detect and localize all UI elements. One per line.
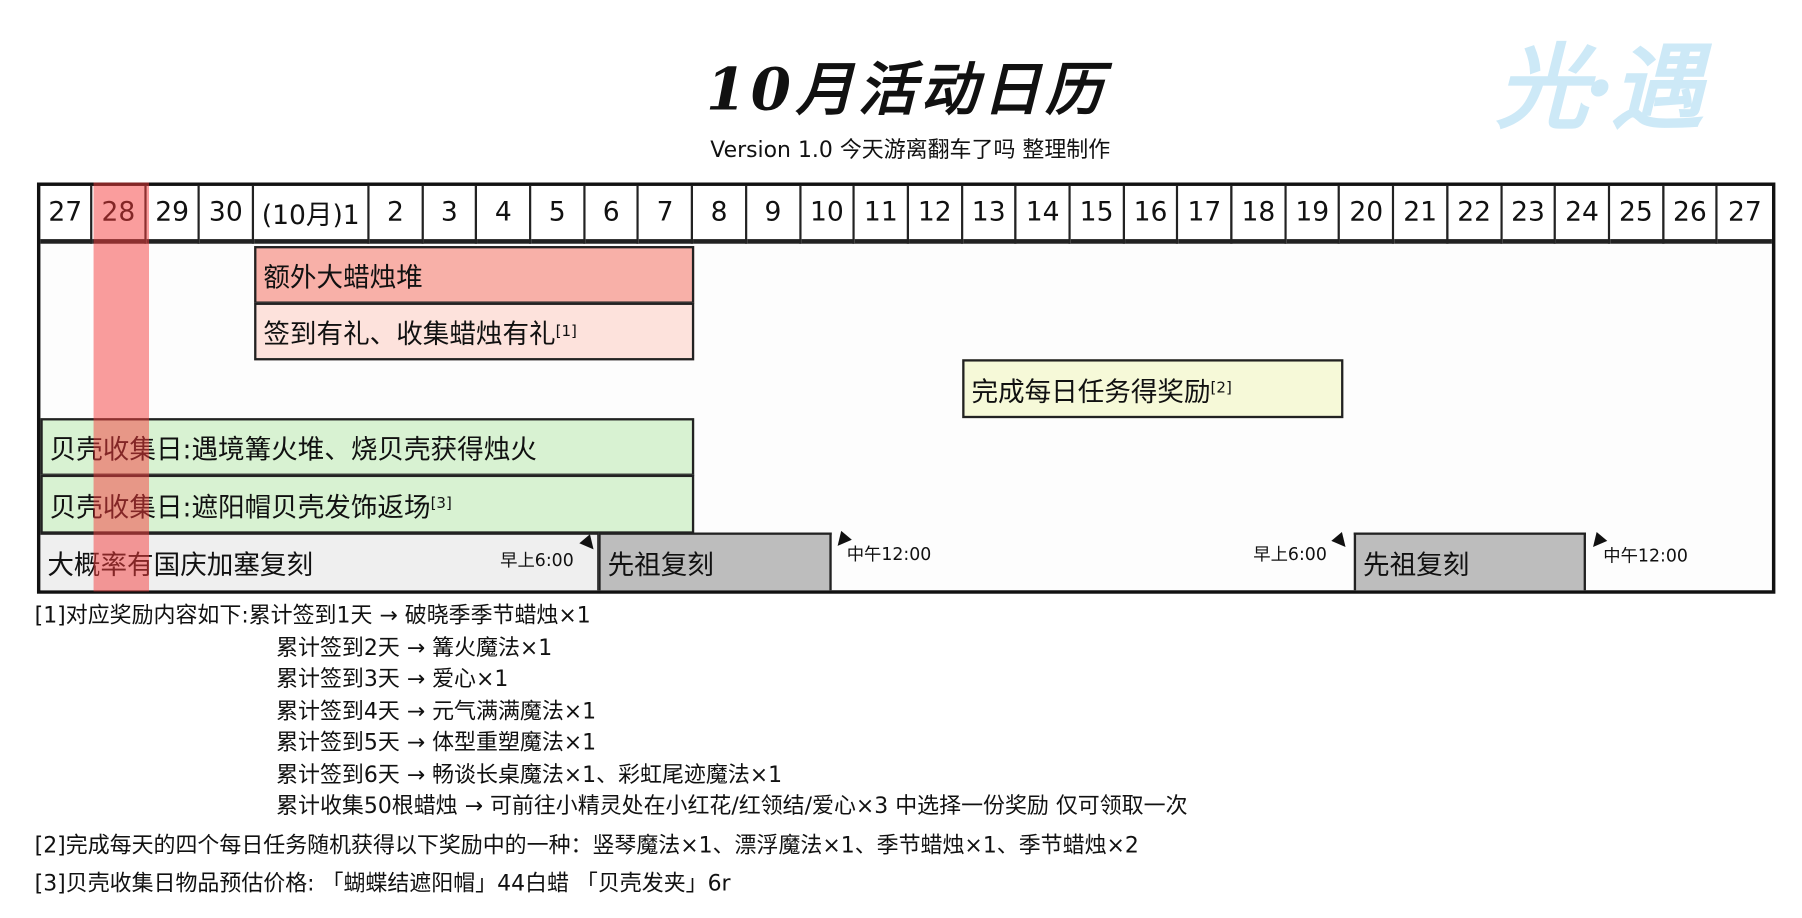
footnote-2: [2]完成每天的四个每日任务随机获得以下奖励中的一种：竖琴魔法×1、漂浮魔法×1… bbox=[34, 832, 1139, 858]
footnote-1-line: 累计收集50根蜡烛 → 可前往小精灵处在小红花/红领结/爱心×3 中选择一份奖励… bbox=[276, 793, 1188, 819]
time-label: 早上6:00 bbox=[500, 549, 574, 571]
event-label: 额外大蜡烛堆 bbox=[263, 263, 423, 294]
day-cell: 4 bbox=[477, 185, 532, 244]
footnote-ref: [2] bbox=[1210, 380, 1232, 398]
day-cell: (10月)1 bbox=[254, 185, 370, 244]
day-cell: 26 bbox=[1664, 185, 1718, 244]
day-cell: 20 bbox=[1340, 185, 1395, 244]
footnote-1-line: 累计签到5天 → 体型重塑魔法×1 bbox=[276, 730, 597, 756]
event-ancestor-rerun-1: 先祖复刻 bbox=[598, 532, 832, 591]
day-cell: 6 bbox=[585, 185, 640, 244]
day-cell: 23 bbox=[1502, 185, 1557, 244]
day-cell: 19 bbox=[1286, 185, 1341, 244]
day-cell: 15 bbox=[1070, 185, 1125, 244]
day-cell: 27 bbox=[40, 185, 93, 244]
day-cell: 24 bbox=[1556, 185, 1611, 244]
day-cell: 27 bbox=[1717, 185, 1772, 244]
event-shell-day-1: 贝壳收集日:遇境篝火堆、烧贝壳获得烛火 bbox=[40, 418, 695, 476]
page-subtitle: Version 1.0 今天游离翻车了吗 整理制作 bbox=[710, 137, 1111, 163]
footnote-1-line: 累计签到4天 → 元气满满魔法×1 bbox=[276, 698, 597, 724]
day-cell: 28 bbox=[92, 185, 147, 244]
event-label: 先祖复刻 bbox=[607, 550, 714, 582]
day-cell: 9 bbox=[747, 185, 802, 244]
day-cell: 8 bbox=[693, 185, 748, 244]
day-cell: 14 bbox=[1016, 185, 1071, 244]
event-daily-quests: 完成每日任务得奖励[2] bbox=[962, 359, 1344, 419]
footnote-1-line: 累计签到3天 → 爱心×1 bbox=[276, 666, 509, 692]
day-cell: 7 bbox=[639, 185, 694, 244]
day-cell: 10 bbox=[801, 185, 856, 244]
event-extra-candles: 额外大蜡烛堆 bbox=[254, 246, 695, 304]
day-cell: 25 bbox=[1610, 185, 1665, 244]
event-label: 贝壳收集日:遮阳帽贝壳发饰返场 bbox=[49, 492, 431, 523]
day-cell: 2 bbox=[369, 185, 424, 244]
day-cell: 21 bbox=[1394, 185, 1449, 244]
event-label: 签到有礼、收集蜡烛有礼 bbox=[263, 319, 556, 350]
time-label: 早上6:00 bbox=[1253, 544, 1327, 565]
event-label: 大概率有国庆加塞复刻 bbox=[47, 550, 314, 582]
day-cell: 22 bbox=[1448, 185, 1503, 244]
event-shell-day-2: 贝壳收集日:遮阳帽贝壳发饰返场[3] bbox=[40, 474, 695, 534]
footnotes: [1]对应奖励内容如下:累计签到1天 → 破晓季季节蜡烛×1 累计签到2天 → … bbox=[35, 601, 1188, 901]
footnote-ref: [3] bbox=[430, 495, 452, 513]
footnote-1-line: 累计签到2天 → 篝火魔法×1 bbox=[276, 634, 553, 661]
footnote-3: [3]贝壳收集日物品预估价格: 「蝴蝶结遮阳帽」44白蜡 「贝壳发夹」6r bbox=[34, 870, 731, 897]
footnote-1-line: 累计签到6天 → 畅谈长桌魔法×1、彩虹尾迹魔法×1 bbox=[276, 761, 783, 788]
time-label: 中午12:00 bbox=[846, 544, 932, 565]
day-cell: 3 bbox=[423, 185, 478, 244]
marker-triangle-icon bbox=[1331, 531, 1351, 552]
event-checkin-rewards: 签到有礼、收集蜡烛有礼[1] bbox=[254, 302, 695, 361]
footnote-1: [1]对应奖励内容如下:累计签到1天 → 破晓季季节蜡烛×1 bbox=[34, 602, 591, 629]
day-cell: 12 bbox=[908, 185, 963, 244]
event-ancestor-rerun-2: 先祖复刻 bbox=[1353, 532, 1586, 591]
footnote-ref: [1] bbox=[555, 322, 577, 341]
event-label: 贝壳收集日:遇境篝火堆、烧贝壳获得烛火 bbox=[49, 435, 537, 466]
day-cell: 18 bbox=[1232, 185, 1287, 244]
game-logo: 光·遇 bbox=[1495, 33, 1704, 143]
day-cell: 5 bbox=[531, 185, 586, 244]
event-label: 先祖复刻 bbox=[1363, 550, 1470, 582]
page-title: 10月活动日历 bbox=[706, 55, 1108, 124]
day-cell: 16 bbox=[1124, 185, 1179, 244]
event-label: 完成每日任务得奖励 bbox=[971, 377, 1211, 408]
day-cell: 11 bbox=[855, 185, 909, 244]
day-cell: 29 bbox=[146, 185, 200, 244]
day-cell: 30 bbox=[199, 185, 255, 244]
day-cell: 13 bbox=[962, 185, 1017, 244]
time-label: 中午12:00 bbox=[1603, 545, 1688, 566]
day-cell: 17 bbox=[1178, 185, 1233, 244]
